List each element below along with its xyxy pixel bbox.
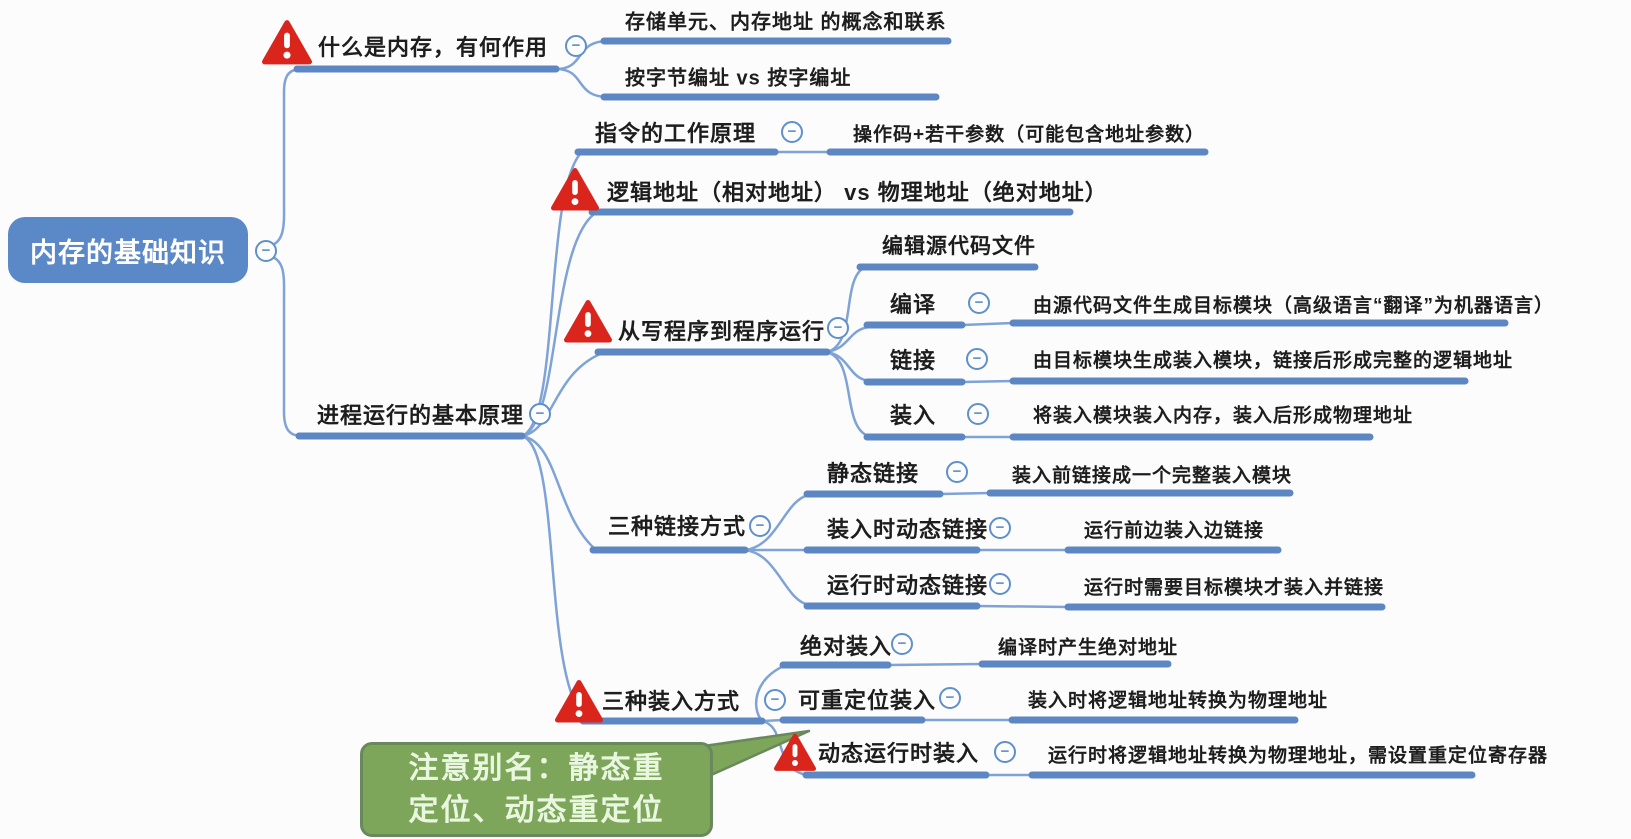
topic-compile[interactable]: 编译	[890, 292, 937, 317]
collapse-toggle-process-running[interactable]: −	[529, 403, 551, 425]
collapse-toggle-root[interactable]: −	[255, 240, 277, 262]
topic-run-time-dynamic-linking-desc[interactable]: 运行时需要目标模块才装入并链接	[1084, 577, 1385, 599]
collapse-toggle-linking-methods[interactable]: −	[749, 515, 771, 537]
root-topic-memory-basics[interactable]: 内存的基础知识	[8, 217, 248, 283]
warning-icon	[564, 299, 612, 343]
topic-dynamic-runtime-loading-desc[interactable]: 运行时将逻辑地址转换为物理地址，需设置重定位寄存器	[1048, 745, 1549, 767]
warning-icon	[774, 733, 816, 772]
collapse-toggle-compile[interactable]: −	[968, 292, 990, 314]
topic-opcode-parameters[interactable]: 操作码+若干参数（可能包含地址参数）	[853, 124, 1206, 146]
topic-three-linking-methods[interactable]: 三种链接方式	[608, 514, 747, 539]
topic-three-loading-methods[interactable]: 三种装入方式	[602, 689, 741, 714]
topic-logical-vs-physical-address[interactable]: 逻辑地址（相对地址） vs 物理地址（绝对地址）	[607, 180, 1108, 205]
collapse-toggle-writing-to-running[interactable]: −	[827, 317, 849, 339]
collapse-toggle-link[interactable]: −	[966, 348, 988, 370]
topic-link-desc[interactable]: 由目标模块生成装入模块，链接后形成完整的逻辑地址	[1033, 350, 1514, 372]
topic-dynamic-runtime-loading[interactable]: 动态运行时装入	[818, 741, 980, 766]
topic-load-desc[interactable]: 将装入模块装入内存，装入后形成物理地址	[1033, 405, 1414, 427]
topic-edit-source-code[interactable]: 编辑源代码文件	[882, 235, 1036, 258]
topic-relocatable-loading[interactable]: 可重定位装入	[798, 688, 937, 713]
warning-icon	[551, 167, 599, 211]
collapse-toggle-load-time-linking[interactable]: −	[989, 517, 1011, 539]
callout-line-1: 注意别名：静态重	[408, 752, 665, 785]
collapse-toggle-run-time-linking[interactable]: −	[989, 573, 1011, 595]
topic-absolute-loading[interactable]: 绝对装入	[800, 634, 893, 659]
topic-byte-vs-word-addressing[interactable]: 按字节编址 vs 按字编址	[625, 67, 852, 90]
topic-underlines	[293, 37, 1509, 779]
topic-load-time-dynamic-linking-desc[interactable]: 运行前边装入边链接	[1084, 520, 1265, 542]
collapse-toggle-static-linking[interactable]: −	[946, 461, 968, 483]
topic-storage-unit-memory-address[interactable]: 存储单元、内存地址 的概念和联系	[625, 11, 947, 34]
collapse-toggle-absolute-loading[interactable]: −	[891, 633, 913, 655]
collapse-toggle-loading-methods[interactable]: −	[764, 689, 786, 711]
topic-process-running-principle[interactable]: 进程运行的基本原理	[317, 403, 525, 428]
collapse-toggle-relocatable-loading[interactable]: −	[939, 687, 961, 709]
warning-icon	[555, 679, 603, 723]
topic-absolute-loading-desc[interactable]: 编译时产生绝对地址	[998, 637, 1179, 659]
topic-instruction-working-principle[interactable]: 指令的工作原理	[595, 121, 757, 146]
collapse-toggle-instruction[interactable]: −	[781, 121, 803, 143]
topic-static-linking-desc[interactable]: 装入前链接成一个完整装入模块	[1012, 465, 1293, 487]
callout-line-2: 定位、动态重定位	[408, 794, 665, 827]
callout-note[interactable]: 注意别名：静态重 定位、动态重定位	[360, 742, 713, 837]
topic-run-time-dynamic-linking[interactable]: 运行时动态链接	[827, 573, 989, 598]
topic-load[interactable]: 装入	[890, 403, 937, 428]
topic-static-linking[interactable]: 静态链接	[827, 461, 920, 486]
topic-from-writing-to-running[interactable]: 从写程序到程序运行	[618, 319, 826, 344]
segment-connectors	[773, 150, 1070, 777]
warning-icon	[262, 19, 312, 65]
collapse-toggle-load[interactable]: −	[967, 403, 989, 425]
topic-link[interactable]: 链接	[890, 348, 937, 373]
topic-load-time-dynamic-linking[interactable]: 装入时动态链接	[827, 517, 989, 542]
topic-relocatable-loading-desc[interactable]: 装入时将逻辑地址转换为物理地址	[1028, 690, 1329, 712]
collapse-toggle-dynamic-runtime-loading[interactable]: −	[994, 741, 1016, 763]
topic-compile-desc[interactable]: 由源代码文件生成目标模块（高级语言“翻译”为机器语言）	[1033, 295, 1555, 317]
collapse-toggle-what-is-memory[interactable]: −	[565, 35, 587, 57]
topic-what-is-memory[interactable]: 什么是内存，有何作用	[318, 35, 549, 60]
